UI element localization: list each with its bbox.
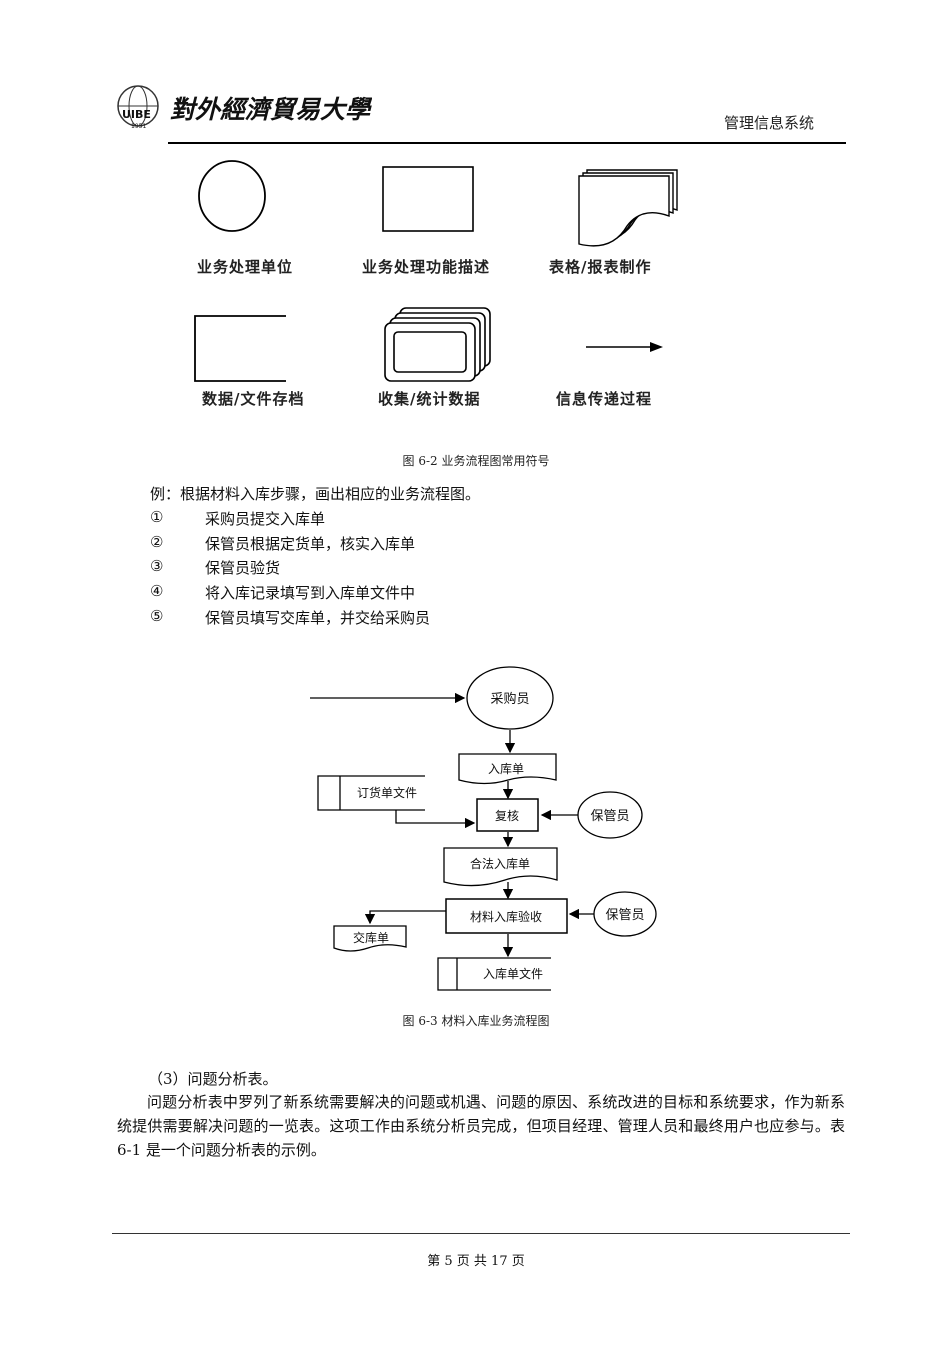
figure-caption-symbols: 图 6-2 业务流程图常用符号 xyxy=(402,454,550,468)
order-file-label: 订货单文件 xyxy=(357,785,417,800)
university-emblem-icon: UIBE 1951 對外經濟貿易大學 xyxy=(117,85,373,130)
document-title: 管理信息系统 xyxy=(723,114,814,132)
receipt-node xyxy=(458,753,557,785)
buyer-label: 采购员 xyxy=(490,691,529,707)
receipt-file-label: 入库单文件 xyxy=(483,966,543,981)
keeper-node xyxy=(577,791,643,839)
footer-divider xyxy=(112,1233,850,1234)
step-number: ② xyxy=(150,533,164,551)
body-paragraph: 问题分析表中罗列了新系统需要解决的问题或机遇、问题的原因、系统改进的目标和系统要… xyxy=(117,1093,845,1159)
delivery-label: 交库单 xyxy=(353,930,389,945)
document-stack-symbol xyxy=(578,169,678,247)
page-number: 第 5 页 共 17 页 xyxy=(427,1254,525,1269)
header-divider xyxy=(168,142,846,144)
keeper-label: 保管员 xyxy=(605,908,644,923)
step-number: ⑤ xyxy=(150,607,164,625)
step-text: 保管员验货 xyxy=(205,559,281,577)
university-logo: UIBE 1951 對外經濟貿易大學 xyxy=(112,82,373,130)
step-number: ① xyxy=(150,508,164,526)
symbol-label-storage: 数据/文件存档 xyxy=(202,390,304,408)
figure-caption-flowchart: 图 6-3 材料入库业务流程图 xyxy=(402,1014,550,1028)
keeper-node xyxy=(593,891,657,937)
emblem-year: 1951 xyxy=(131,123,146,130)
step-number: ③ xyxy=(150,557,164,575)
symbols-figure: 业务处理单位 业务处理功能描述 表格/报表制作 数据/文件存档 收集/统计数据 … xyxy=(194,160,678,408)
circle-symbol xyxy=(198,160,266,232)
open-rectangle-symbol xyxy=(194,315,286,382)
symbol-label-document: 表格/报表制作 xyxy=(549,258,651,276)
symbol-label-rectangle: 业务处理功能描述 xyxy=(362,258,490,276)
receipt-file-node xyxy=(437,957,551,991)
arrow-symbol xyxy=(586,342,663,352)
step-text: 采购员提交入库单 xyxy=(205,510,326,528)
buyer-node xyxy=(466,666,554,730)
symbol-label-arrow: 信息传递过程 xyxy=(556,390,652,408)
emblem-text: UIBE xyxy=(122,108,151,121)
card-stack-symbol xyxy=(384,307,491,382)
delivery-node xyxy=(333,925,407,952)
keeper-label: 保管员 xyxy=(590,809,629,824)
receipt-label: 入库单 xyxy=(488,761,524,776)
inspection-label: 材料入库验收 xyxy=(470,909,542,924)
symbol-label-circle: 业务处理单位 xyxy=(197,258,293,276)
inspection-node xyxy=(445,898,568,934)
step-text: 保管员根据定货单，核实入库单 xyxy=(205,535,416,553)
review-node xyxy=(476,798,539,832)
step-number: ④ xyxy=(150,582,164,600)
section-heading: （3）问题分析表。 xyxy=(148,1070,278,1088)
material-receipt-flowchart: 采购员 入库单 订货单文件 复核 保管员 合法入库单 材料入库验收 保管员 交库… xyxy=(310,666,657,991)
example-intro: 例：根据材料入库步骤，画出相应的业务流程图。 xyxy=(150,485,481,503)
order-file-node xyxy=(317,775,425,811)
valid-receipt-node xyxy=(443,847,558,887)
step-text: 将入库记录填写到入库单文件中 xyxy=(205,584,416,602)
rectangle-symbol xyxy=(382,166,474,232)
review-label: 复核 xyxy=(495,809,519,823)
symbol-label-collect: 收集/统计数据 xyxy=(378,390,480,408)
logo-text: 對外經濟貿易大學 xyxy=(170,95,372,124)
valid-receipt-label: 合法入库单 xyxy=(470,856,530,871)
step-text: 保管员填写交库单，并交给采购员 xyxy=(205,609,431,627)
